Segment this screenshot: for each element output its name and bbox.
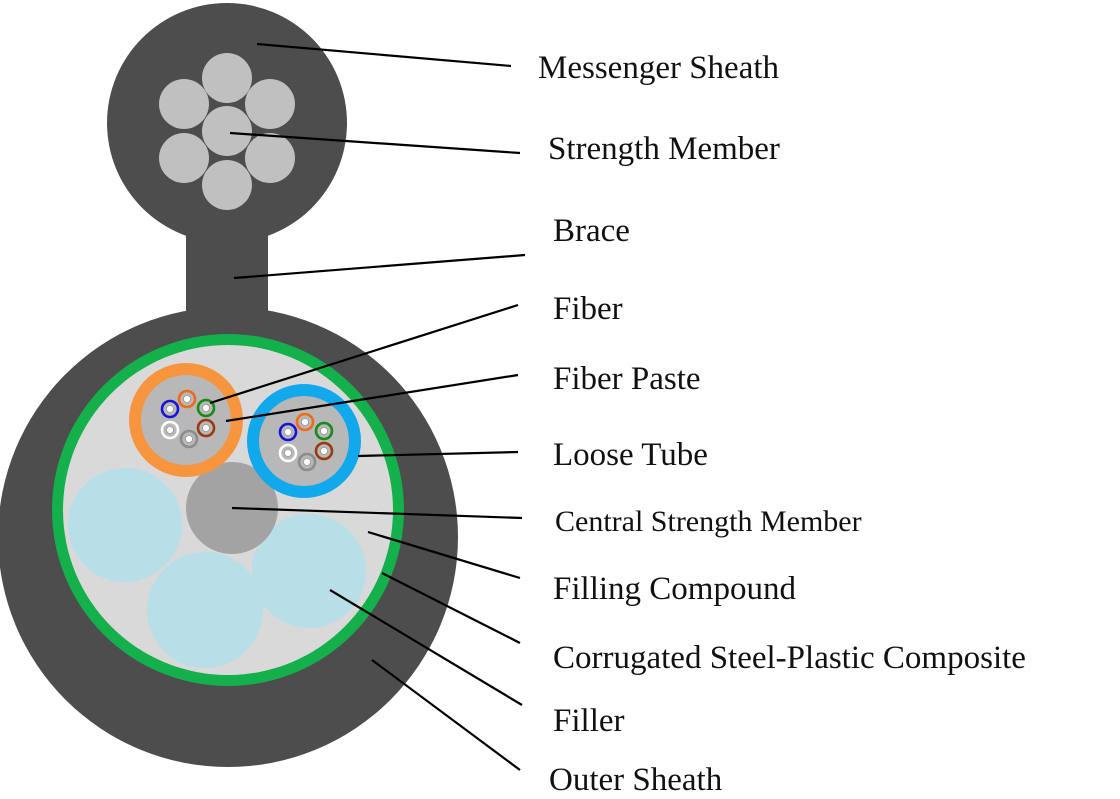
fiber — [196, 398, 216, 418]
fiber-core — [166, 405, 174, 413]
label-loose-tube: Loose Tube — [553, 437, 708, 473]
fiber — [177, 389, 197, 409]
strand — [159, 79, 209, 129]
strand — [202, 53, 252, 103]
leader-line — [367, 530, 521, 580]
strand — [202, 160, 252, 210]
strand — [202, 106, 252, 156]
leader-line — [225, 373, 519, 423]
label-fiber: Fiber — [553, 291, 623, 327]
leader-line — [329, 589, 523, 706]
leader-line — [233, 253, 526, 280]
strength-member — [159, 53, 295, 210]
fiber — [196, 418, 216, 438]
fiber — [278, 443, 298, 463]
fiber — [179, 429, 199, 449]
strand — [245, 79, 295, 129]
filler — [252, 514, 366, 628]
filler — [68, 468, 182, 582]
fiber — [295, 412, 315, 432]
fiber-core — [320, 447, 328, 455]
fiber-core — [185, 435, 193, 443]
fiber — [297, 452, 317, 472]
fibers — [160, 389, 334, 472]
labels: Messenger Sheath Strength Member Brace F… — [538, 50, 1026, 798]
label-fiber-paste: Fiber Paste — [553, 361, 701, 397]
filler — [147, 552, 263, 668]
leader-line — [229, 131, 521, 155]
label-outer-sheath: Outer Sheath — [549, 762, 723, 798]
cable-drawing — [0, 3, 458, 767]
leader-line — [256, 42, 512, 68]
fiber — [160, 399, 180, 419]
leader-line — [381, 572, 521, 644]
leader-line — [209, 303, 519, 405]
label-central-strength-member: Central Strength Member — [555, 505, 862, 538]
label-corrugated-steel-plastic-composite: Corrugated Steel-Plastic Composite — [553, 640, 1026, 676]
fiber-core — [183, 395, 191, 403]
strand — [245, 133, 295, 183]
fiber-paste — [259, 396, 349, 486]
fiber-core — [320, 427, 328, 435]
fiber-core — [284, 428, 292, 436]
fiber — [278, 422, 298, 442]
fiber-core — [202, 404, 210, 412]
leader-line — [357, 450, 519, 458]
label-filling-compound: Filling Compound — [553, 571, 796, 607]
fiber — [160, 420, 180, 440]
label-filler: Filler — [553, 703, 625, 739]
label-brace: Brace — [553, 213, 630, 249]
fiber-core — [284, 449, 292, 457]
fiber — [314, 441, 334, 461]
leader-line — [371, 659, 521, 771]
fiber-paste — [141, 375, 231, 465]
fiber-core — [303, 458, 311, 466]
label-strength-member: Strength Member — [548, 131, 780, 167]
strand — [159, 133, 209, 183]
fiber — [314, 421, 334, 441]
fiber-core — [166, 426, 174, 434]
fiber-core — [202, 424, 210, 432]
leader-lines — [209, 42, 526, 771]
leader-line — [231, 506, 523, 520]
label-messenger-sheath: Messenger Sheath — [538, 50, 780, 86]
fiber-core — [301, 418, 309, 426]
